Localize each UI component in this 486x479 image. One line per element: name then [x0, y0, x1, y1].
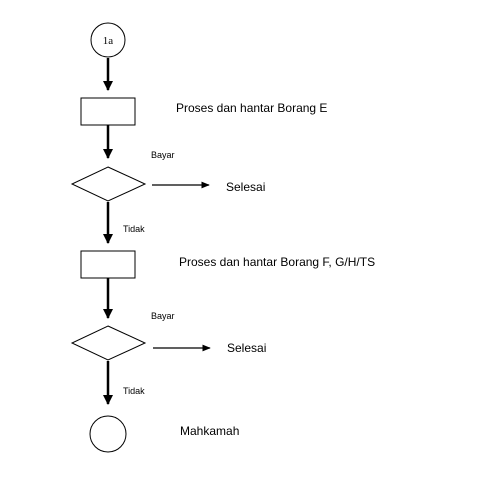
step-1-label: Proses dan hantar Borang E	[176, 101, 327, 115]
decision-2-no-label: Tidak	[123, 386, 145, 396]
process-box-step-1	[80, 97, 136, 126]
decision-2-yes-label: Bayar	[151, 311, 175, 321]
start-connector-label: 1a	[103, 35, 114, 47]
step-2-label: Proses dan hantar Borang F, G/H/TS	[179, 255, 375, 269]
process-box-step-2	[80, 250, 136, 279]
decision-1-outcome-label: Selesai	[226, 180, 265, 194]
terminal-circle	[89, 415, 127, 453]
decision-2-outcome-label: Selesai	[227, 341, 266, 355]
terminal-label: Mahkamah	[180, 424, 239, 438]
decision-diamond-2	[70, 325, 147, 361]
start-connector-circle	[90, 22, 126, 58]
decision-1-yes-label: Bayar	[151, 150, 175, 160]
decision-diamond-1	[70, 166, 147, 202]
decision-1-no-label: Tidak	[123, 224, 145, 234]
